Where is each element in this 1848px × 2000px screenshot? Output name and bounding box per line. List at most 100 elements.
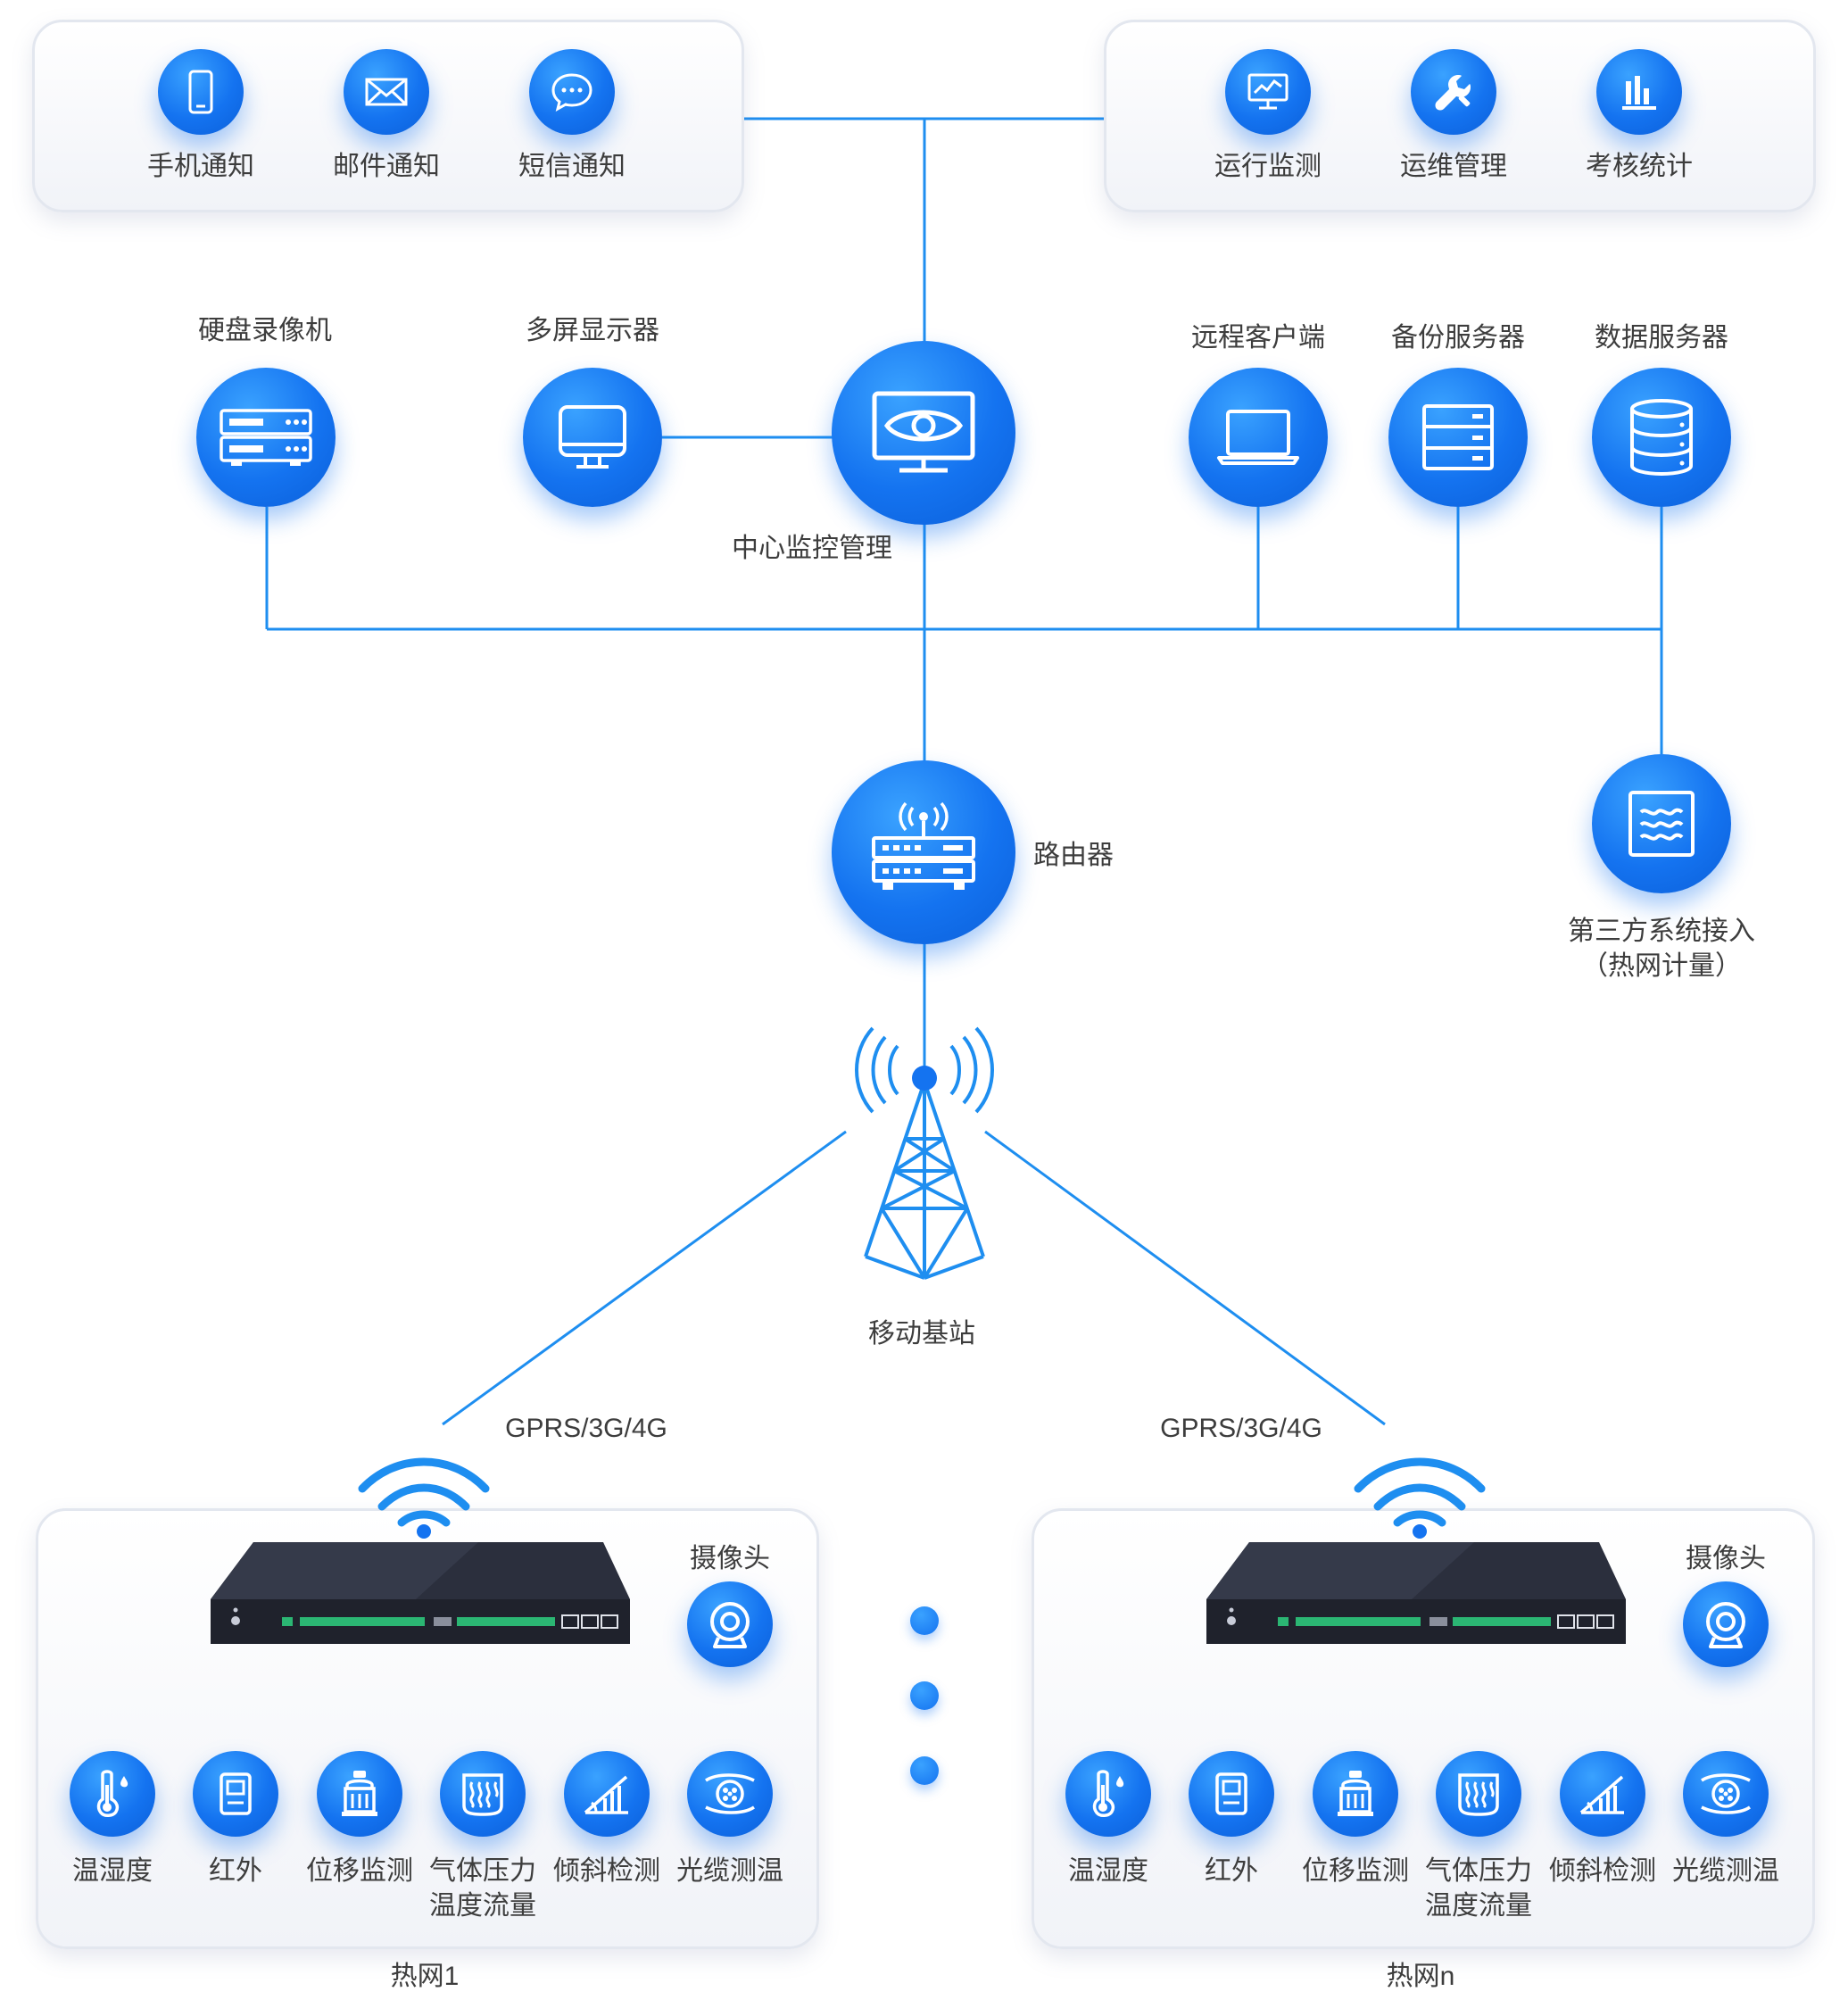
wifi-signal-icon xyxy=(358,1457,490,1539)
rtu-device[interactable] xyxy=(1206,1542,1626,1646)
camera-icon xyxy=(710,1602,750,1648)
sensor-label-infrared-1: 红外 xyxy=(209,1856,262,1886)
tilt-icon xyxy=(584,1775,628,1814)
thermometer-icon xyxy=(96,1770,128,1817)
laptop-icon xyxy=(1217,410,1299,465)
sensor-label-gas-1: 气体压力 xyxy=(429,1856,536,1886)
sensor-infrared-1[interactable] xyxy=(193,1751,278,1837)
displacement-sensor-icon xyxy=(1338,1771,1373,1816)
displacement-sensor-icon xyxy=(342,1771,377,1816)
sensor-label-gas-n: 气体压力 xyxy=(1425,1856,1532,1886)
run-monitor-label: 运行监测 xyxy=(1214,152,1322,181)
sensor-tilt-1[interactable] xyxy=(564,1751,650,1837)
multiscreen-label: 多屏显示器 xyxy=(526,316,659,345)
sensor-displacement-n[interactable] xyxy=(1313,1751,1398,1837)
mail-icon xyxy=(365,78,408,106)
sensor-gas-n[interactable] xyxy=(1436,1751,1521,1837)
data-server-node[interactable] xyxy=(1592,368,1731,507)
remote-client-label: 远程客户端 xyxy=(1191,323,1325,353)
ellipsis-dot-3 xyxy=(910,1756,939,1785)
base-station-label: 移动基站 xyxy=(868,1319,975,1349)
backup-server-node[interactable] xyxy=(1388,368,1528,507)
fiber-cable-icon xyxy=(1701,1773,1751,1814)
chat-icon xyxy=(551,73,593,112)
remote-client-node[interactable] xyxy=(1189,368,1328,507)
camera-icon xyxy=(1706,1602,1745,1648)
sensor-label-tilt-n: 倾斜检测 xyxy=(1549,1856,1656,1886)
fiber-cable-icon xyxy=(705,1773,755,1814)
nvr-node[interactable] xyxy=(196,368,336,507)
sensor-humidity-1[interactable] xyxy=(70,1751,155,1837)
sensor-tilt-n[interactable] xyxy=(1560,1751,1645,1837)
backup-server-label: 备份服务器 xyxy=(1391,323,1525,353)
router-label: 路由器 xyxy=(1033,841,1114,870)
sensor-displacement-1[interactable] xyxy=(317,1751,402,1837)
link-right-label: GPRS/3G/4G xyxy=(1160,1414,1322,1443)
sensor-label-gas-sub-n: 温度流量 xyxy=(1425,1891,1532,1921)
eye-monitor-icon xyxy=(872,391,975,473)
router-node[interactable] xyxy=(832,760,1015,944)
camera-label-n: 摄像头 xyxy=(1686,1544,1766,1573)
maintenance-label: 运维管理 xyxy=(1400,152,1507,181)
data-server-label: 数据服务器 xyxy=(1595,323,1728,353)
server-rack-icon xyxy=(1422,404,1494,470)
thermometer-icon xyxy=(1092,1770,1124,1817)
link-left-label: GPRS/3G/4G xyxy=(505,1414,667,1443)
monitor-center-node[interactable] xyxy=(832,341,1015,525)
sensor-label-humidity-1: 温湿度 xyxy=(72,1856,153,1886)
bar-chart-icon xyxy=(1622,76,1656,110)
run-monitor-button[interactable] xyxy=(1225,49,1311,135)
ellipsis-dot-2 xyxy=(910,1681,939,1710)
site-name-1: 热网1 xyxy=(390,1962,460,1991)
sensor-fiber-n[interactable] xyxy=(1683,1751,1769,1837)
database-icon xyxy=(1630,399,1693,477)
sensor-label-gas-sub-1: 温度流量 xyxy=(429,1891,536,1921)
phone-notify-label: 手机通知 xyxy=(147,152,254,181)
third-party-node[interactable] xyxy=(1592,754,1731,893)
base-station-tower-icon xyxy=(855,1026,994,1280)
maintenance-button[interactable] xyxy=(1411,49,1496,135)
wrench-icon xyxy=(1435,75,1471,111)
camera-node-n[interactable] xyxy=(1683,1581,1769,1667)
site-name-n: 热网n xyxy=(1386,1962,1455,1991)
mail-notify-button[interactable] xyxy=(344,49,429,135)
sensor-label-fiber-1: 光缆测温 xyxy=(676,1856,783,1886)
sms-notify-label: 短信通知 xyxy=(518,152,626,181)
multiscreen-node[interactable] xyxy=(523,368,662,507)
sensor-label-infrared-n: 红外 xyxy=(1205,1856,1258,1886)
tilt-icon xyxy=(1579,1775,1624,1814)
camera-label-1: 摄像头 xyxy=(690,1544,770,1573)
sensor-label-fiber-n: 光缆测温 xyxy=(1672,1856,1779,1886)
rtu-device[interactable] xyxy=(211,1542,630,1646)
sensor-humidity-n[interactable] xyxy=(1065,1751,1151,1837)
heat-flow-icon xyxy=(462,1773,503,1816)
mail-notify-label: 邮件通知 xyxy=(333,152,440,181)
sms-notify-button[interactable] xyxy=(529,49,615,135)
heat-flow-icon xyxy=(1458,1773,1499,1816)
sensor-infrared-n[interactable] xyxy=(1189,1751,1274,1837)
sensor-label-displacement-1: 位移监测 xyxy=(306,1856,413,1886)
sensor-label-tilt-1: 倾斜检测 xyxy=(553,1856,660,1886)
phone-notify-button[interactable] xyxy=(158,49,244,135)
phone-icon xyxy=(188,70,213,114)
statistics-label: 考核统计 xyxy=(1586,152,1693,181)
display-icon xyxy=(559,405,626,469)
router-icon xyxy=(872,801,975,890)
third-party-label: 第三方系统接入 xyxy=(1568,917,1755,946)
monitor-chart-icon xyxy=(1247,73,1289,110)
wifi-signal-icon xyxy=(1354,1457,1486,1539)
statistics-button[interactable] xyxy=(1596,49,1682,135)
third-party-sub-label: （热网计量） xyxy=(1581,951,1742,981)
meter-wave-icon xyxy=(1628,791,1695,857)
sensor-gas-1[interactable] xyxy=(440,1751,526,1837)
infrared-detector-icon xyxy=(1215,1772,1247,1815)
ellipsis-dot-1 xyxy=(910,1606,939,1635)
nvr-label: 硬盘录像机 xyxy=(198,316,332,345)
infrared-detector-icon xyxy=(220,1772,252,1815)
camera-node-1[interactable] xyxy=(687,1581,773,1667)
monitor-center-label: 中心监控管理 xyxy=(732,534,892,563)
sensor-label-displacement-n: 位移监测 xyxy=(1302,1856,1409,1886)
sensor-label-humidity-n: 温湿度 xyxy=(1068,1856,1148,1886)
sensor-fiber-1[interactable] xyxy=(687,1751,773,1837)
nvr-icon xyxy=(220,409,312,466)
